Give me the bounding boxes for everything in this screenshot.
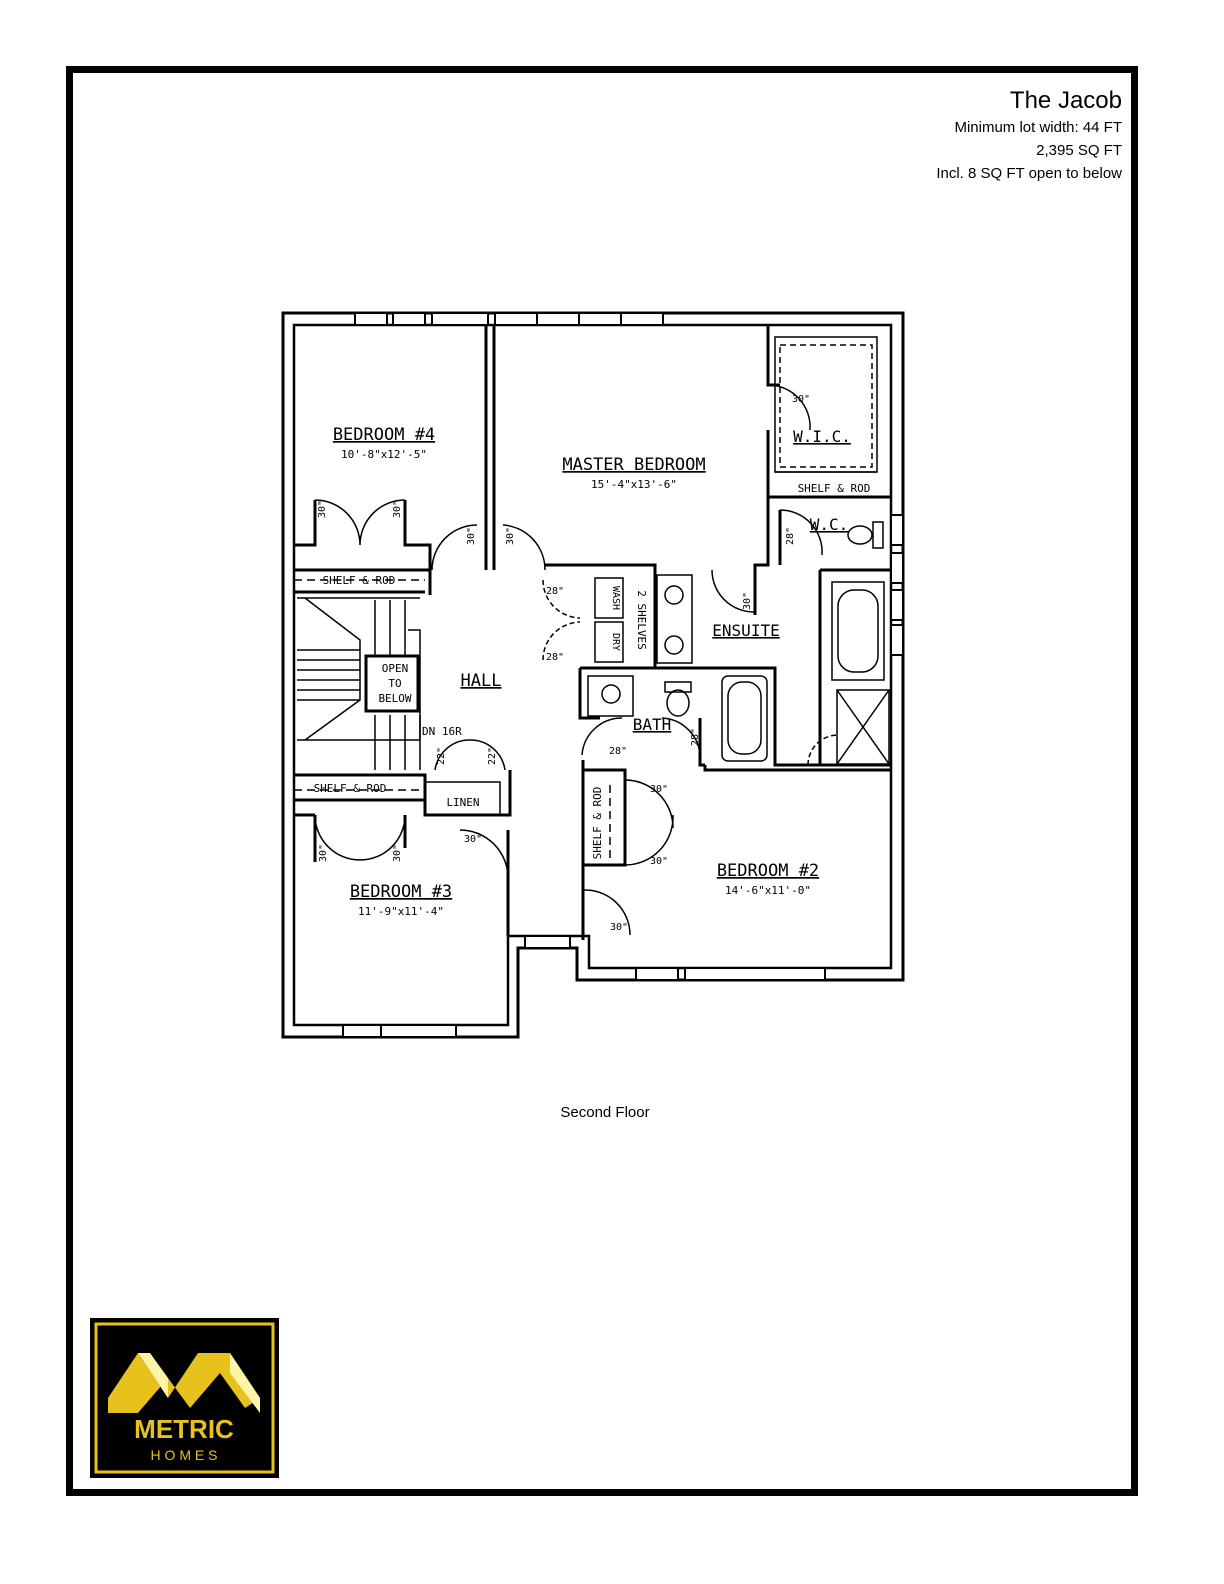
master-name: MASTER BEDROOM [562, 455, 705, 475]
door-swings [314, 384, 839, 936]
door-size-master: 30" [505, 527, 516, 545]
door-size-wic: 30" [792, 394, 810, 405]
door-size-closet-bottom: 30" [650, 856, 668, 867]
plan-title: The Jacob [1009, 87, 1122, 114]
lot-width: Minimum lot width: 44 FT [954, 119, 1122, 136]
two-shelves-label: 2 SHELVES [635, 590, 648, 650]
door-size-bed3: 30" [464, 834, 482, 845]
door-size-bed3-right: 30" [392, 844, 403, 862]
open-to-below-note: Incl. 8 SQ FT open to below [936, 165, 1122, 182]
ensuite-label: ENSUITE [712, 621, 779, 640]
floor-caption: Second Floor [560, 1104, 650, 1121]
shelf-rod-bed2: SHELF & ROD [591, 787, 604, 860]
door-size-bed2: 30" [610, 922, 628, 933]
bedroom2-size: 14'-6"x11'-0" [725, 884, 811, 897]
open-to-below-2: TO [388, 677, 401, 690]
door-size-linen-right: 22" [487, 747, 498, 765]
logo-brand: METRIC [134, 1414, 234, 1444]
page-frame [66, 66, 1138, 1496]
bedroom4-name: BEDROOM #4 [333, 425, 435, 445]
door-size-bed4-right: 30" [392, 500, 403, 518]
door-size-laundry-bottom: 28" [546, 652, 564, 663]
fixtures [294, 336, 890, 862]
dry-label: DRY [610, 633, 621, 651]
door-size-wc: 28" [785, 527, 796, 545]
shelf-rod-bed3: SHELF & ROD [314, 782, 387, 795]
bedroom3-name: BEDROOM #3 [350, 882, 452, 902]
wash-label: WASH [610, 586, 621, 610]
bath-label: BATH [633, 715, 672, 734]
square-footage: 2,395 SQ FT [1036, 142, 1122, 159]
hall-label: HALL [461, 671, 502, 691]
door-size-bed4: 30" [466, 527, 477, 545]
door-size-bed3-left: 30" [318, 844, 329, 862]
door-size-linen-left: 22" [436, 747, 447, 765]
interior-walls [294, 325, 891, 940]
door-size-bed4-left: 30" [317, 500, 328, 518]
stairs-label: DN 16R [422, 725, 462, 738]
wic-label: W.I.C. [793, 427, 851, 446]
bedroom2-name: BEDROOM #2 [717, 861, 819, 881]
bedroom4-size: 10'-8"x12'-5" [341, 448, 427, 461]
wc-label: W.C. [810, 515, 849, 534]
metric-homes-logo: METRIC H O M E S [90, 1318, 279, 1478]
linen-label: LINEN [446, 796, 479, 809]
open-to-below-1: OPEN [382, 662, 409, 675]
door-size-laundry-top: 28" [546, 586, 564, 597]
door-size-closet-top: 30" [650, 784, 668, 795]
door-size-ensuite: 30" [742, 592, 753, 610]
door-size-bath-right: 28" [690, 728, 701, 746]
bedroom3-size: 11'-9"x11'-4" [358, 905, 444, 918]
open-to-below-3: BELOW [378, 692, 411, 705]
plan-header: The Jacob Minimum lot width: 44 FT 2,395… [936, 86, 1122, 185]
shelf-rod-bed4: SHELF & ROD [323, 574, 396, 587]
logo-sub: H O M E S [151, 1447, 218, 1463]
exterior-walls [281, 311, 905, 1039]
shelf-rod-wic: SHELF & ROD [798, 482, 871, 495]
door-size-bath-left: 28" [609, 746, 627, 757]
master-size: 15'-4"x13'-6" [591, 478, 677, 491]
